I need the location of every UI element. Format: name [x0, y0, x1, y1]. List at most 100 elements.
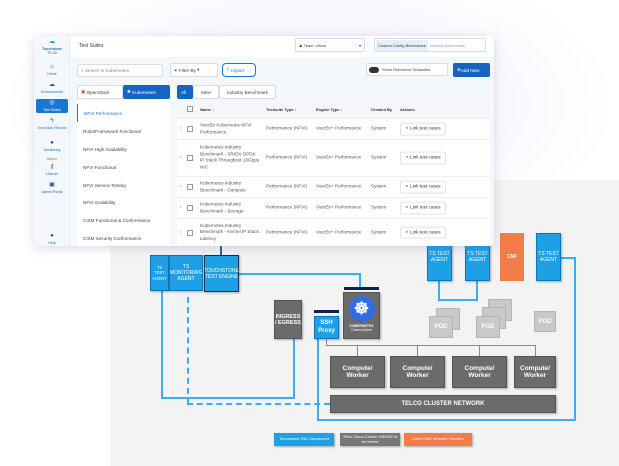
expand-chevron-icon[interactable]: › [180, 125, 182, 131]
engine-type: VoerEir+ Performance [316, 183, 362, 189]
openstack-icon: ▣ [81, 89, 87, 94]
engine-type: VoerEir+ Performance [316, 204, 362, 210]
table-row[interactable]: › Kubernetes Industry Benchmark - Comput… [177, 176, 490, 197]
link-icon: ⚭ [405, 229, 409, 235]
col-testsuite-type[interactable]: Testsuite Type ↑ [266, 106, 297, 112]
filter-button[interactable]: ⏷ Filter By ▾ [170, 63, 218, 77]
sidebar-item-home[interactable]: ⌂Home [36, 64, 68, 76]
created-by: System [371, 229, 387, 235]
testsuite-name[interactable]: Kubernetes Industry Benchmark - Compute [200, 180, 246, 192]
row-checkbox[interactable] [187, 126, 193, 132]
pod: POD [429, 316, 453, 338]
tab-mine[interactable]: Mine [193, 85, 219, 99]
search-input[interactable]: ⌕ Search in Kubernetes [77, 64, 163, 77]
connector [561, 257, 576, 259]
testsuite-name[interactable]: Kubernetes Industry Benchmark - SRIOV DP… [200, 144, 260, 170]
col-engine-type[interactable]: Engine Type ↑ [316, 106, 343, 112]
tab-all[interactable]: All [177, 85, 193, 99]
filter-icon: ⏷ [174, 67, 179, 73]
connector [574, 257, 576, 421]
col-name[interactable]: Name ↑ [200, 106, 215, 112]
sidebar-item-test-suites[interactable]: ◎Test Suites [36, 99, 68, 113]
link-icon: ⚭ [405, 154, 409, 160]
expand-chevron-icon[interactable]: › [180, 204, 182, 210]
expand-chevron-icon[interactable]: › [180, 154, 182, 160]
testsuite-type: Performance (NFVI) [266, 204, 308, 210]
tab-industry-benchmark[interactable]: Industry Benchmark [219, 85, 276, 99]
category-item[interactable]: CISM Security Conformance [83, 235, 142, 241]
link-test-cases-button[interactable]: ⚭ Link test cases [400, 122, 446, 136]
tab-kubernetes[interactable]: ✺ Kubernetes [123, 85, 170, 99]
toggle-custom-config[interactable]: Custom Config Benchmark [376, 39, 428, 51]
monitor-icon: ● [50, 140, 54, 146]
connector [293, 339, 295, 399]
connector [220, 244, 222, 256]
testsuite-name[interactable]: Kubernetes Industry Benchmark - Kernel I… [200, 222, 259, 241]
touchstone-test-engine: TOUCHSTONE TEST ENGINE [204, 255, 239, 292]
row-checkbox[interactable] [187, 205, 193, 211]
show-reference-toggle[interactable]: Show Reference Testsuites [366, 63, 448, 76]
sidebar-item-license[interactable]: ⚷License [36, 164, 68, 176]
tab-openstack[interactable]: ▣ OpenStack [77, 85, 123, 99]
sidebar-item-environments[interactable]: ☁Environments [36, 82, 68, 94]
team-dropdown[interactable]: ♟ Team: Users ▾ [295, 38, 365, 52]
table-row[interactable]: › VoerEir Kubernetes NFVI Performance Pe… [177, 118, 490, 139]
team-label: Team: Users [303, 42, 327, 48]
link-test-cases-button[interactable]: ⚭ Link test cases [400, 151, 446, 165]
table-row[interactable]: › Kubernetes Industry Benchmark - Kernel… [177, 218, 490, 246]
row-checkbox[interactable] [187, 155, 193, 161]
testsuite-type: Performance (NFVI) [266, 229, 308, 235]
category-item[interactable]: CISM Functional & Conformance [83, 217, 151, 223]
bar [314, 310, 339, 313]
toggle-industry-benchmark[interactable]: Industry Benchmark [429, 42, 466, 48]
caret-down-icon: ▾ [358, 42, 361, 48]
engine-type: VoerEir+ Performance [316, 229, 362, 235]
category-item[interactable]: NFVI Scalability [83, 199, 116, 205]
testsuite-name[interactable]: Kubernetes Industry Benchmark - Storage [200, 201, 244, 213]
toggle-switch[interactable] [369, 66, 379, 73]
table-row[interactable]: › Kubernetes Industry Benchmark - SRIOV … [177, 139, 490, 176]
expand-chevron-icon[interactable]: › [180, 183, 182, 189]
dashed-connector [187, 297, 189, 404]
ts-test-agent: TS TEST AGENT [150, 255, 169, 291]
link-icon: ⚭ [405, 204, 409, 210]
category-item[interactable]: NFVI Performance [77, 104, 170, 122]
dashed-connector [187, 403, 330, 405]
ts-monitoring-agent: TS MONITORING AGENT [169, 255, 203, 291]
category-item[interactable]: NFVI Service Testing [83, 182, 126, 188]
sidebar-item-admin-portal[interactable]: ▣Admin Portal [36, 182, 68, 194]
table-row[interactable]: › Kubernetes Industry Benchmark - Storag… [177, 197, 490, 218]
connector [326, 339, 327, 346]
category-item[interactable]: NFVI Functional [83, 164, 116, 170]
telco-cluster-network: TELCO CLUSTER NETWORK [330, 395, 556, 413]
sidebar-item-monitoring[interactable]: ●Monitoring [36, 140, 68, 152]
row-checkbox[interactable] [187, 184, 193, 190]
col-created-by: Created By [371, 106, 393, 112]
key-icon: ⚷ [49, 164, 55, 170]
connector [438, 281, 440, 301]
category-item[interactable]: RobotFramework Functional [83, 128, 141, 134]
compute-worker: Compute/ Worker [330, 356, 385, 388]
row-checkbox[interactable] [187, 229, 193, 236]
link-test-cases-button[interactable]: ⚭ Link test cases [400, 180, 446, 194]
legend-touchstone: Touchstone SW Component [274, 433, 334, 446]
select-all-checkbox[interactable] [187, 106, 193, 112]
home-icon: ⌂ [50, 64, 54, 70]
connector [239, 273, 361, 275]
testsuite-name[interactable]: VoerEir Kubernetes NFVI Performance [200, 122, 252, 134]
bolt-icon: ϟ [50, 118, 54, 124]
expand-chevron-icon[interactable]: › [180, 229, 182, 235]
user-icon: ♟ [299, 42, 304, 48]
kubernetes-control-plane: ☸ KUBERNETES Control plane [343, 292, 380, 339]
sidebar-item-help[interactable]: ●Help [36, 233, 68, 245]
link-test-cases-button[interactable]: ⚭ Link test cases [400, 201, 446, 215]
import-button[interactable]: ⇪ Import [222, 63, 256, 77]
link-test-cases-button[interactable]: ⚭ Link test cases [400, 226, 446, 239]
connector [326, 345, 536, 346]
category-item[interactable]: NFVI High Availability [83, 146, 127, 152]
add-new-button[interactable]: ⊕Add New [453, 63, 490, 77]
